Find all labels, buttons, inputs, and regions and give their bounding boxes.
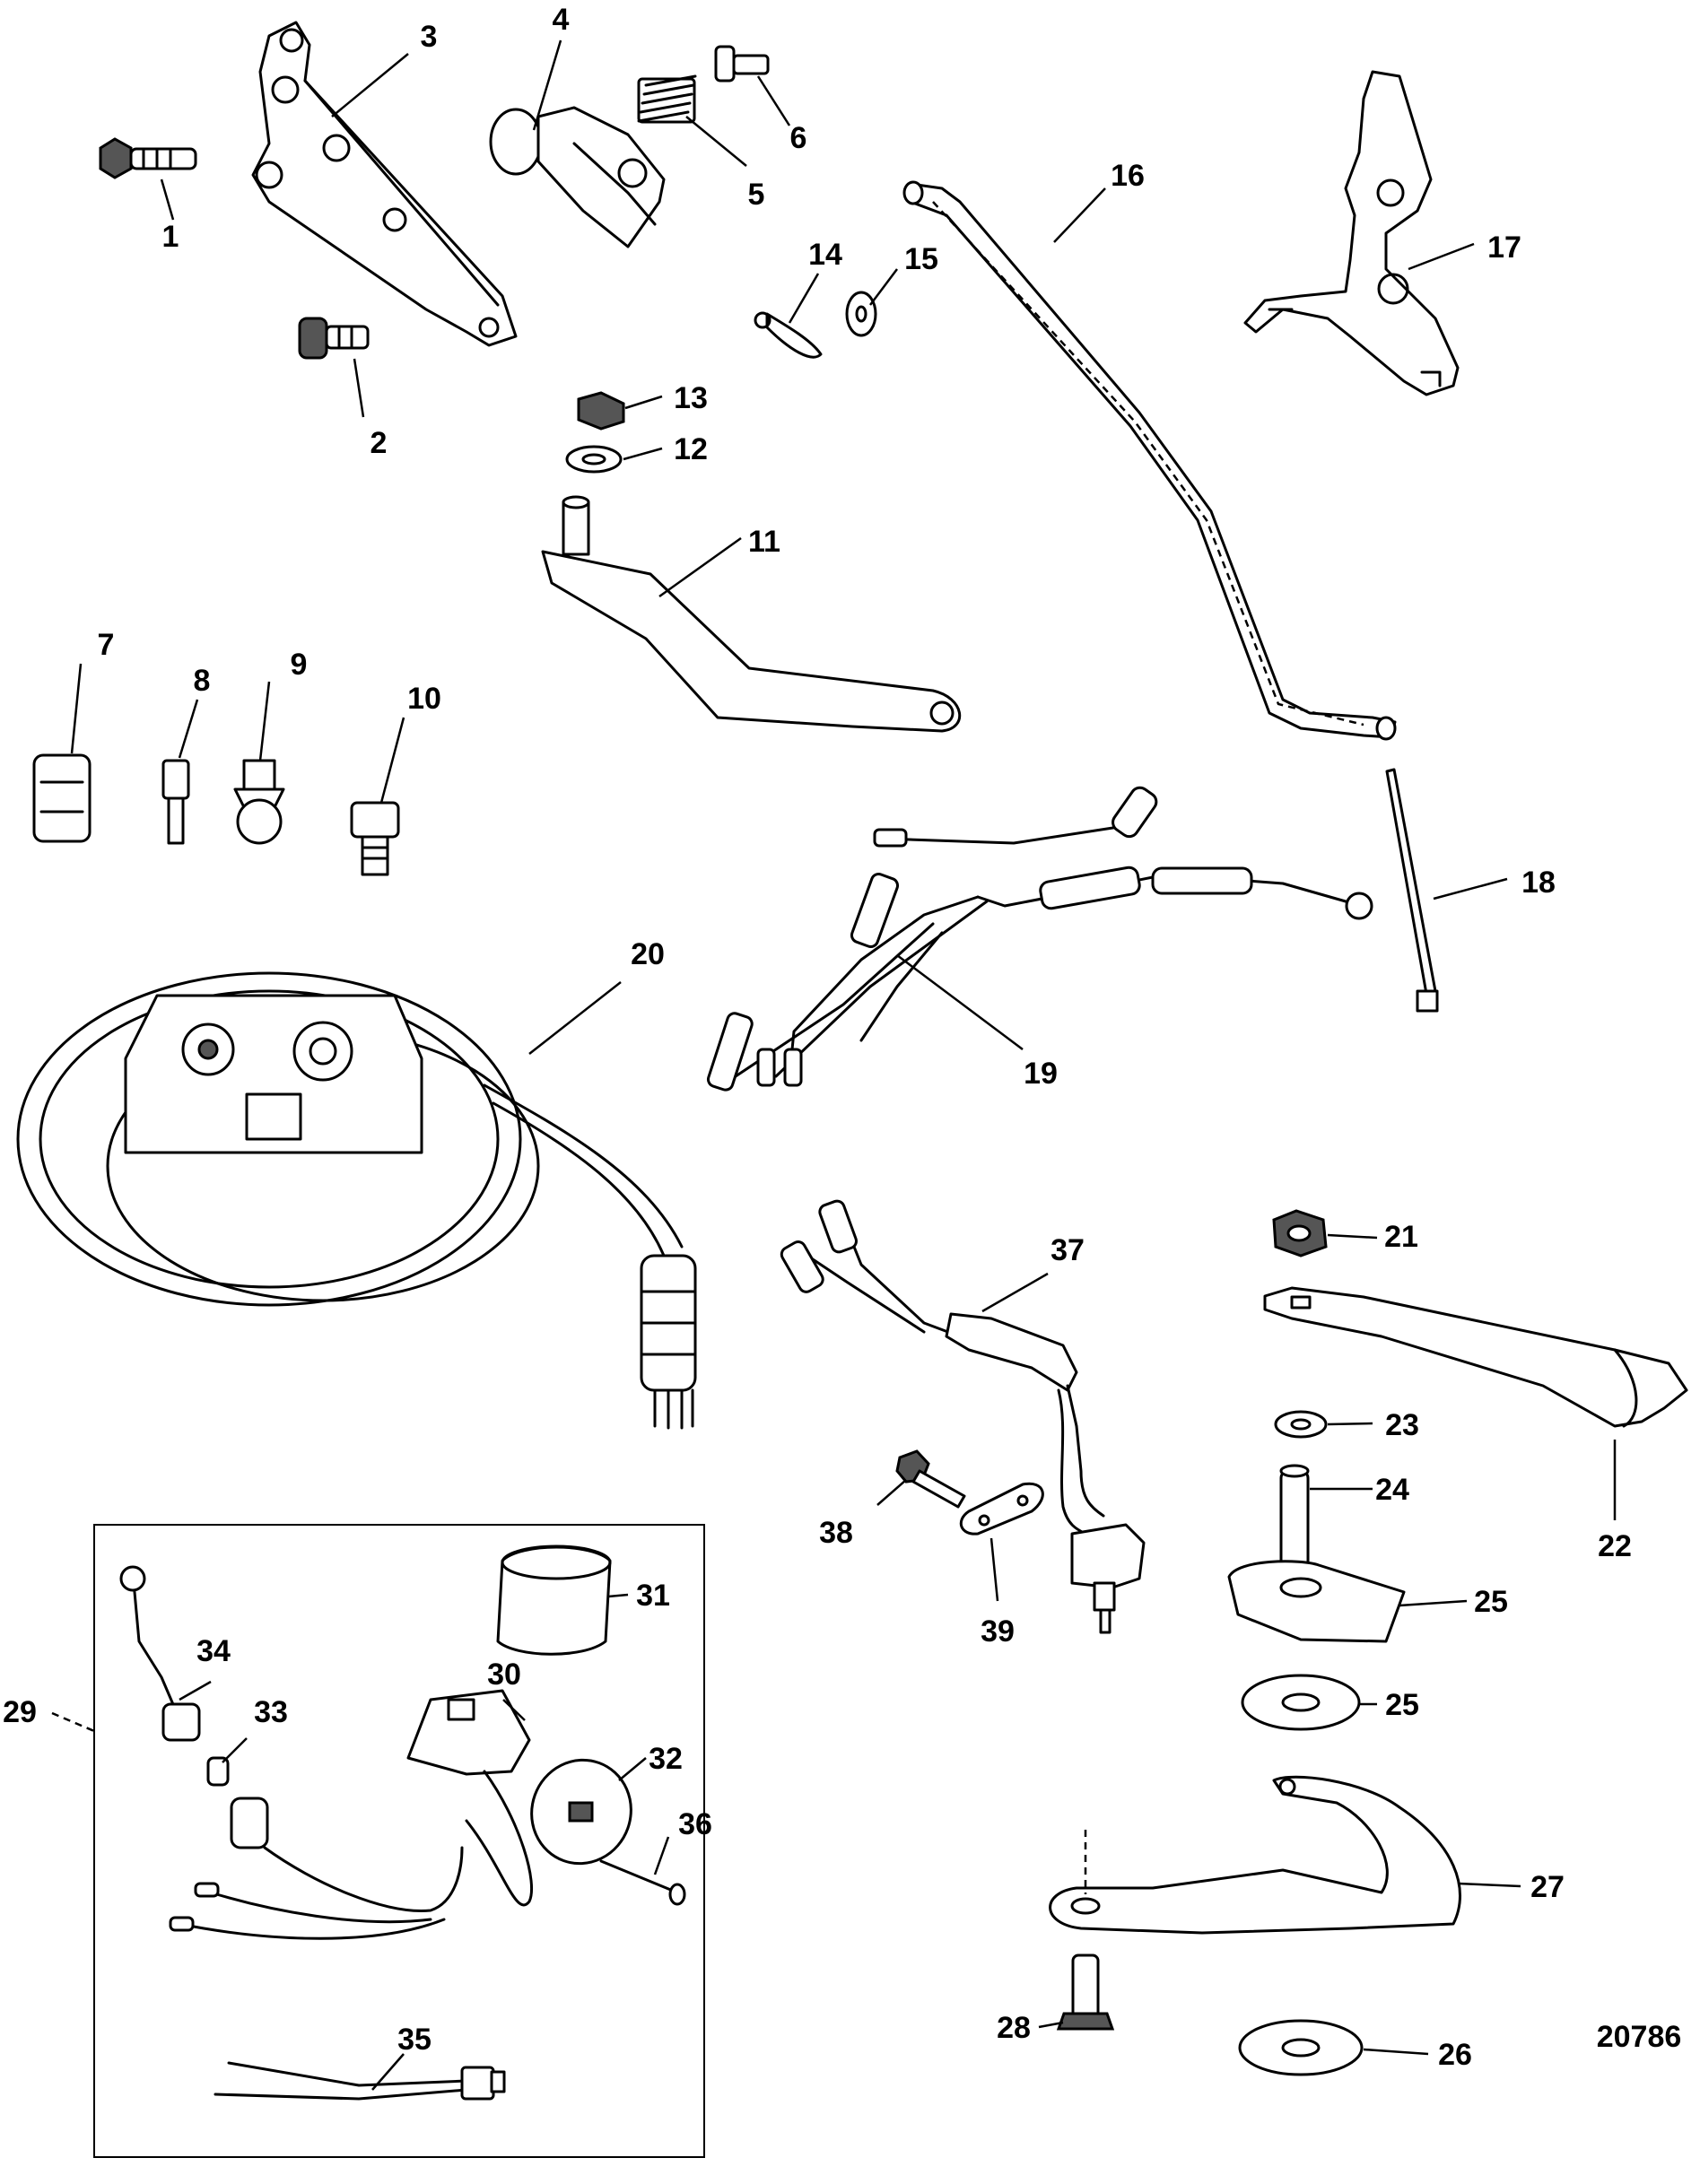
callout-37: 37 bbox=[1051, 1233, 1085, 1267]
part-27-arc-bracket bbox=[1049, 1775, 1461, 1935]
part-39-plate bbox=[959, 1482, 1044, 1536]
part-30-leads bbox=[169, 1797, 464, 1940]
part-32-switch bbox=[530, 1758, 632, 1866]
callout-11: 11 bbox=[748, 525, 780, 559]
part-26-washer bbox=[1238, 2019, 1364, 2076]
callout-3: 3 bbox=[421, 20, 438, 54]
leader-lines bbox=[51, 39, 1617, 2091]
callout-22: 22 bbox=[1598, 1529, 1632, 1563]
callout-12: 12 bbox=[674, 432, 708, 466]
callout-8: 8 bbox=[194, 664, 211, 698]
part-16-rod bbox=[902, 180, 1397, 741]
part-14-cotter-pin bbox=[754, 311, 823, 359]
part-15-washer bbox=[845, 291, 877, 337]
part-17-bracket bbox=[1243, 70, 1460, 396]
part-37-harness bbox=[780, 1199, 1146, 1634]
callout-31: 31 bbox=[636, 1579, 670, 1613]
part-20-wireless-receiver bbox=[16, 971, 697, 1430]
callout-18: 18 bbox=[1521, 866, 1556, 900]
part-5-spring bbox=[637, 74, 697, 124]
callout-16: 16 bbox=[1111, 159, 1145, 193]
callout-23: 23 bbox=[1385, 1408, 1419, 1442]
callout-25-washer: 25 bbox=[1385, 1688, 1419, 1722]
callout-30: 30 bbox=[487, 1658, 521, 1692]
part-18-cable-tie bbox=[1385, 768, 1439, 1013]
callout-2: 2 bbox=[371, 426, 388, 460]
callout-29: 29 bbox=[3, 1695, 37, 1729]
part-35-jumper bbox=[214, 2061, 506, 2101]
part-19-harness bbox=[706, 786, 1373, 1092]
part-13-nut bbox=[577, 391, 625, 431]
part-2-screw bbox=[298, 317, 370, 360]
callout-27: 27 bbox=[1530, 1870, 1565, 1904]
part-11-link-arm bbox=[541, 495, 962, 733]
callout-20: 20 bbox=[631, 937, 665, 971]
callout-35: 35 bbox=[397, 2023, 432, 2057]
callout-38: 38 bbox=[819, 1516, 853, 1550]
figure-id: 20786 bbox=[1597, 2020, 1682, 2054]
part-22-throttle-arm bbox=[1263, 1286, 1688, 1428]
part-21-nut bbox=[1272, 1209, 1328, 1257]
callout-6: 6 bbox=[790, 121, 807, 155]
callout-28: 28 bbox=[997, 2011, 1031, 2045]
callout-5: 5 bbox=[748, 178, 765, 212]
part-12-washer bbox=[565, 445, 623, 474]
part-25-washer bbox=[1241, 1674, 1361, 1731]
callout-17: 17 bbox=[1487, 231, 1521, 265]
part-36-screw bbox=[599, 1859, 686, 1906]
part-1-bolt bbox=[99, 137, 197, 179]
callout-26: 26 bbox=[1438, 2038, 1472, 2072]
callout-25-plate: 25 bbox=[1474, 1585, 1508, 1619]
part-33-connector bbox=[206, 1756, 230, 1787]
part-30-housing bbox=[406, 1689, 534, 1907]
part-10-screw bbox=[350, 801, 400, 876]
callout-21: 21 bbox=[1384, 1220, 1418, 1254]
part-24-pin bbox=[1279, 1464, 1310, 1576]
part-25-plate bbox=[1227, 1560, 1406, 1643]
callout-labels: 1 2 3 4 5 6 7 8 9 10 11 12 13 14 15 16 1… bbox=[3, 3, 1632, 2072]
callout-9: 9 bbox=[291, 648, 308, 682]
part-7-clip bbox=[32, 753, 92, 843]
callout-33: 33 bbox=[254, 1695, 288, 1729]
callout-4: 4 bbox=[553, 3, 570, 37]
part-8-terminal bbox=[161, 759, 190, 845]
part-3-bracket bbox=[251, 21, 518, 347]
part-34-lead bbox=[119, 1565, 201, 1742]
callout-39: 39 bbox=[981, 1614, 1015, 1649]
part-28-stud bbox=[1056, 1953, 1115, 2031]
callout-36: 36 bbox=[678, 1807, 712, 1841]
part-31-sleeve bbox=[496, 1544, 612, 1656]
callout-15: 15 bbox=[904, 242, 938, 276]
callout-14: 14 bbox=[808, 238, 842, 272]
callout-1: 1 bbox=[162, 220, 179, 254]
callout-13: 13 bbox=[674, 381, 708, 415]
callout-34: 34 bbox=[196, 1634, 231, 1668]
part-9-ball-stud bbox=[233, 759, 285, 845]
callout-7: 7 bbox=[98, 628, 115, 662]
kit-29-box bbox=[93, 1524, 705, 2158]
callout-32: 32 bbox=[649, 1742, 683, 1776]
part-6-pin bbox=[714, 45, 770, 83]
part-23-washer bbox=[1274, 1410, 1328, 1439]
part-4-lever-block bbox=[489, 106, 666, 248]
part-38-bolt bbox=[895, 1449, 966, 1509]
callout-10: 10 bbox=[407, 682, 441, 716]
callout-19: 19 bbox=[1024, 1057, 1058, 1091]
callout-24: 24 bbox=[1375, 1473, 1409, 1507]
